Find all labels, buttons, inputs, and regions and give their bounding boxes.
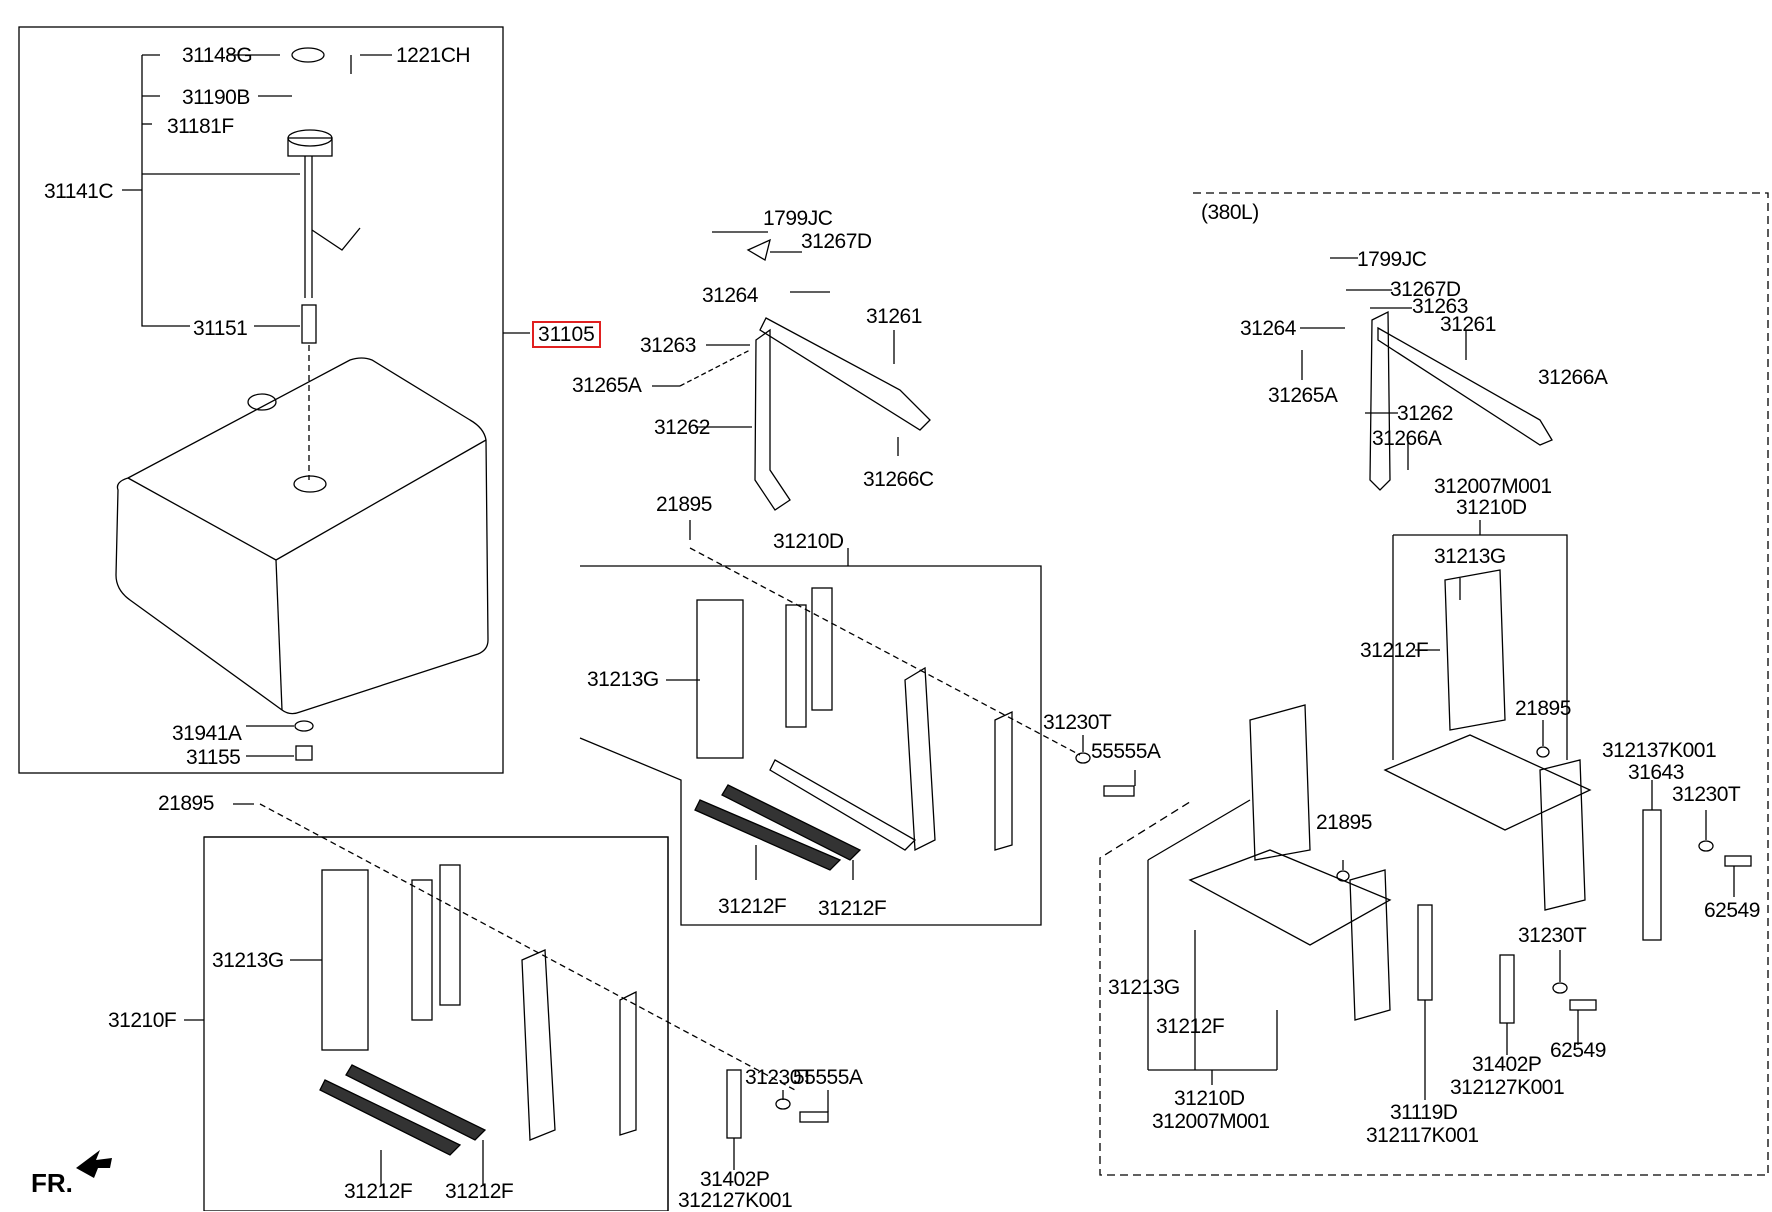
front-direction-label: FR. [31, 1168, 73, 1198]
part-label[interactable]: 31267D [1390, 278, 1461, 301]
part-label[interactable]: 31262 [654, 416, 710, 439]
part-label[interactable]: 31151 [193, 317, 248, 340]
grommet-icon [291, 47, 325, 63]
part-label[interactable]: 31230T [1043, 711, 1112, 734]
part-label[interactable]: 21895 [1316, 811, 1372, 834]
strap-icon [1369, 310, 1391, 491]
part-label[interactable]: 31261 [866, 305, 922, 328]
part-label[interactable]: 31148G [182, 44, 253, 67]
step-pad-icon [321, 869, 369, 1051]
part-label[interactable]: 31213G [212, 949, 284, 972]
step-plate-icon [1249, 704, 1311, 861]
part-label[interactable]: 31263 [640, 334, 696, 357]
part-label[interactable]: 31213G [1108, 976, 1180, 999]
part-label[interactable]: 31941A [172, 722, 242, 745]
part-label[interactable]: 31230T [1518, 924, 1587, 947]
part-label[interactable]: 31181F [167, 115, 234, 138]
part-label[interactable]: 55555A [793, 1066, 863, 1089]
part-label[interactable]: 31402P [700, 1168, 770, 1191]
part-label[interactable]: 312007M001 [1152, 1110, 1270, 1133]
part-label[interactable]: 31212F [344, 1180, 413, 1203]
step-tread-icon [1383, 734, 1592, 831]
variant-label: (380L) [1201, 201, 1259, 224]
part-label[interactable]: 312117K001 [1366, 1124, 1479, 1147]
part-label[interactable]: 31266A [1372, 427, 1442, 450]
part-label[interactable]: 31265A [572, 374, 642, 397]
part-label[interactable]: 31263 [1412, 295, 1468, 318]
strap-icon [754, 328, 791, 511]
part-label[interactable]: 31212F [445, 1180, 514, 1203]
part-label[interactable]: 312127K001 [1450, 1076, 1565, 1099]
part-label[interactable]: 312137K001 [1602, 739, 1717, 762]
part-label[interactable]: 31267D [801, 230, 872, 253]
step-pad-icon [696, 599, 744, 759]
part-label[interactable]: 31213G [1434, 545, 1506, 568]
arrow-down-left-icon [76, 1150, 112, 1178]
part-label[interactable]: 31402P [1472, 1053, 1542, 1076]
step-lower-frame [203, 836, 669, 1211]
part-label[interactable]: 31210D [1174, 1087, 1245, 1110]
part-label[interactable]: 31141C [44, 180, 114, 203]
part-label[interactable]: 62549 [1704, 899, 1760, 922]
part-label[interactable]: 55555A [1091, 740, 1161, 763]
step-tread-icon [1188, 849, 1392, 946]
strap-icon [1377, 326, 1553, 446]
variant-380l-frame [1099, 192, 1769, 1176]
part-label[interactable]: 31212F [1360, 639, 1429, 662]
part-label[interactable]: 31230T [745, 1066, 814, 1089]
part-label[interactable]: 31266A [1538, 366, 1608, 389]
part-label[interactable]: 31643 [1628, 761, 1684, 784]
part-label[interactable]: 1221CH [396, 44, 471, 67]
part-label[interactable]: 312007M001 [1434, 475, 1552, 498]
part-label[interactable]: 31261 [1440, 313, 1496, 336]
part-label[interactable]: 31210D [773, 530, 844, 553]
strap-icon [759, 317, 931, 431]
part-label[interactable]: 1799JC [1357, 248, 1427, 271]
step-plate-icon [1444, 569, 1506, 731]
part-label[interactable]: 31264 [1240, 317, 1296, 340]
filter-icon [301, 304, 317, 344]
part-label[interactable]: 31212F [1156, 1015, 1225, 1038]
part-label[interactable]: 31119D [1390, 1101, 1458, 1124]
fuel-tank-icon [115, 357, 489, 715]
highlighted-part-label[interactable]: 31105 [532, 321, 601, 348]
part-label[interactable]: 31190B [182, 86, 250, 109]
part-label[interactable]: 31264 [702, 284, 758, 307]
part-label[interactable]: 62549 [1550, 1039, 1606, 1062]
part-label[interactable]: 21895 [1515, 697, 1571, 720]
part-label[interactable]: 31213G [587, 668, 659, 691]
part-label[interactable]: 31262 [1397, 402, 1453, 425]
part-label[interactable]: 31212F [818, 897, 887, 920]
part-label[interactable]: 21895 [158, 792, 214, 815]
tank-group-frame [18, 26, 504, 774]
part-label[interactable]: 31230T [1672, 783, 1741, 806]
step-upper-frame [579, 565, 1042, 926]
part-label[interactable]: 31265A [1268, 384, 1338, 407]
part-label[interactable]: 31212F [718, 895, 787, 918]
part-label[interactable]: 1799JC [763, 207, 833, 230]
part-label[interactable]: 31210D [1456, 496, 1527, 519]
part-label[interactable]: 312127K001 [678, 1189, 793, 1212]
part-label[interactable]: 31210F [108, 1009, 177, 1032]
part-label[interactable]: 31155 [186, 746, 241, 769]
part-label[interactable]: 31266C [863, 468, 934, 491]
part-label[interactable]: 21895 [656, 493, 712, 516]
